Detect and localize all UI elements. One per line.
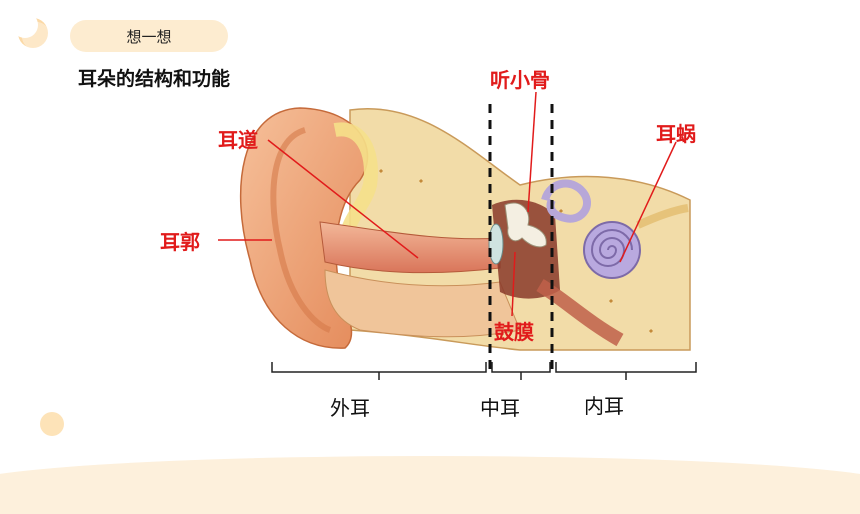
region-inner-ear: 内耳 [584,394,624,418]
semicircular-canals [541,179,591,223]
decorative-circle [12,12,48,48]
leader-eardrum [511,251,516,317]
auditory-nerve [636,204,689,229]
region-middle-ear: 中耳 [480,396,520,420]
brace-middle [491,362,551,380]
cochlea-spiral [590,229,633,267]
page-title: 耳朵的结构和功能 [78,68,231,90]
label-cochlea: 耳蜗 [656,122,696,146]
cartilage [333,122,378,242]
think-pill: 想一想 [70,20,228,52]
ear-anatomy-diagram [218,91,697,380]
bone-dots [378,168,654,334]
label-eardrum: 鼓膜 [494,320,534,344]
brace-outer [271,362,487,380]
ossicles-shape [504,202,547,248]
region-outer-ear: 外耳 [330,396,370,420]
eustachian-tube [536,278,624,347]
leader-ear-canal [267,139,419,259]
lower-tissue [324,269,521,338]
leader-cochlea [619,141,677,263]
eardrum-shape [488,223,504,265]
decorative-dot [40,412,64,436]
label-ossicles: 听小骨 [490,68,550,92]
label-auricle: 耳郭 [160,230,200,254]
pill-text: 想一想 [126,27,172,46]
auricle-fold [270,127,332,333]
label-ear-canal: 耳道 [218,128,258,152]
leader-ossicles [527,91,537,213]
brace-inner [555,362,697,380]
